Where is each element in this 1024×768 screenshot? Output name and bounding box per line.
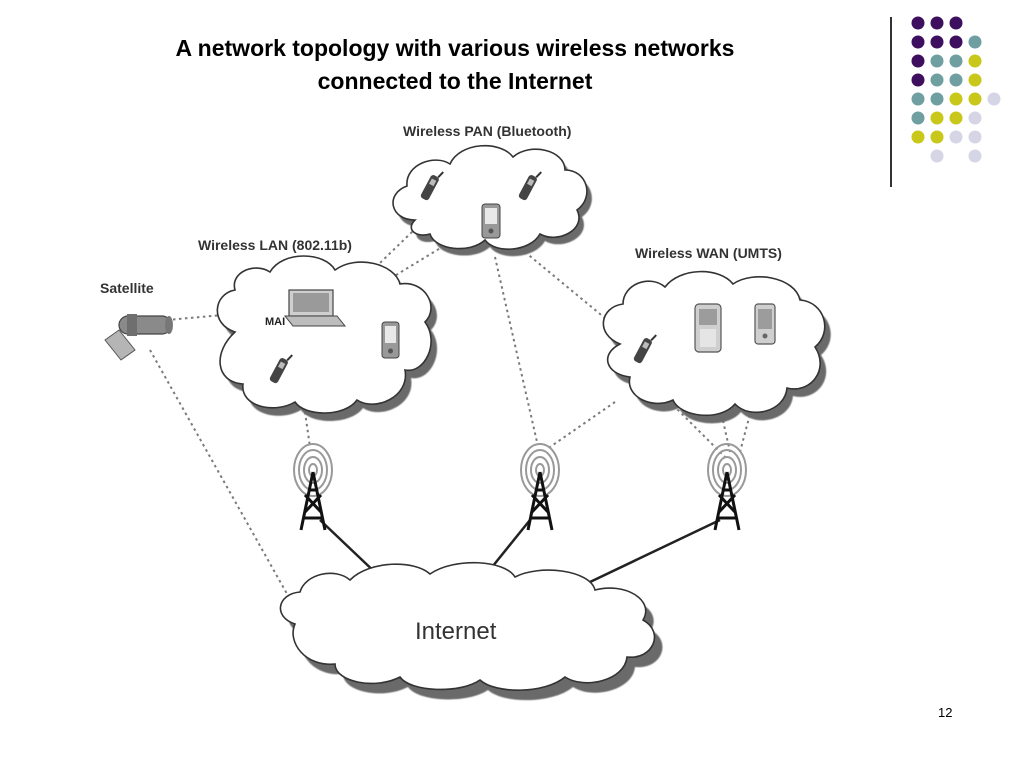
deco-dot [968,54,982,68]
link-tower3-internet [589,518,721,584]
deco-dot [949,16,963,30]
title-line-2: connected to the Internet [317,68,593,94]
deco-dot [911,35,925,49]
deco-dot [968,130,982,144]
slide-title: A network topology with various wireless… [90,32,820,98]
deco-dot [930,73,944,87]
link-lan-tower1 [304,411,311,448]
network-topology-diagram: Wireless PAN (Bluetooth) Wireless LAN (8… [100,123,831,701]
label-wireless-pan: Wireless PAN (Bluetooth) [403,123,571,139]
phone-icon [420,171,444,201]
pda-icon [754,303,776,345]
deco-dot [911,92,925,106]
pda-icon [381,321,400,359]
deco-dot [911,73,925,87]
cloud-body [392,144,588,250]
deco-dot [930,149,944,163]
deco-dot [911,130,925,144]
smartphone-icon [694,303,722,353]
phone-icon [633,334,657,364]
deco-dot [968,111,982,125]
link-pan-tower2 [494,256,538,443]
cloud-wireless-pan [392,144,592,257]
deco-dot [968,35,982,49]
cloud-wireless-lan [216,255,438,422]
deco-dot [949,54,963,68]
link-wan-tower2 [549,401,616,448]
deco-dot [968,149,982,163]
decorative-dot-grid [911,16,1001,163]
deco-dot [930,54,944,68]
deco-dot [930,35,944,49]
deco-dot [930,111,944,125]
label-wireless-wan: Wireless WAN (UMTS) [635,245,782,261]
deco-dot [930,92,944,106]
cloud-body [279,561,656,691]
antenna-tower-icon [707,443,747,531]
label-internet: Internet [415,618,497,645]
satellite-icon [104,314,173,361]
deco-dot [968,73,982,87]
deco-dot [911,16,925,30]
link-pan-wan [524,251,641,348]
deco-dot [949,92,963,106]
deco-dot [911,54,925,68]
deco-dot [949,111,963,125]
deco-dot [911,111,925,125]
deco-dot [949,130,963,144]
antenna-tower-icon [293,443,333,531]
laptop-icon [283,289,347,327]
deco-dot [968,92,982,106]
deco-dot [930,16,944,30]
deco-dot [949,73,963,87]
label-wireless-lan: Wireless LAN (802.11b) [198,237,352,253]
antenna-tower-icon [520,443,560,531]
cloud-body [216,255,432,414]
deco-dot [987,92,1001,106]
pda-icon [481,203,501,239]
label-lan-fragment: MAI [265,316,285,328]
deco-dot [949,35,963,49]
cloud-internet [279,561,663,701]
phone-icon [269,354,293,384]
label-satellite: Satellite [100,280,154,296]
decorative-divider [890,17,892,187]
title-line-1: A network topology with various wireless… [175,35,735,61]
phone-icon [518,171,542,201]
page-number: 12 [938,705,953,720]
deco-dot [930,130,944,144]
